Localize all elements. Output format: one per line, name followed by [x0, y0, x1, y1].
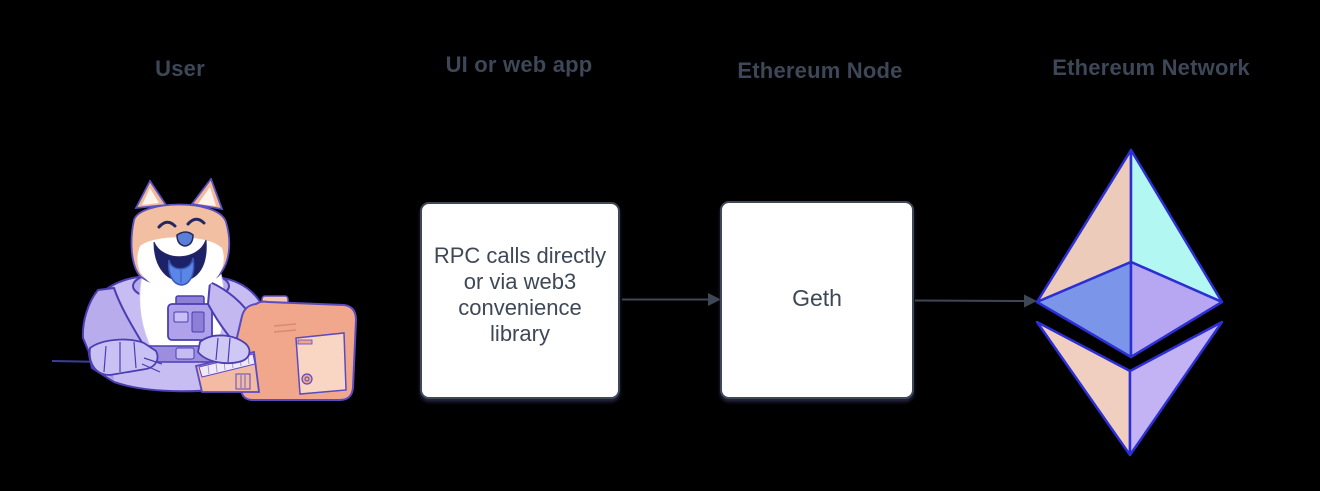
- chest-pack-detail2: [191, 311, 205, 333]
- paw-fingers: [215, 337, 231, 363]
- node-box-text: Geth: [792, 285, 842, 311]
- column-label-user: User: [155, 56, 205, 81]
- eth-face-lower-right: [1129, 260, 1224, 359]
- slat-lines: [240, 375, 246, 388]
- column-label-node: Ethereum Node: [737, 58, 903, 83]
- eth-base-right: [1128, 320, 1224, 457]
- glove-segments: [103, 341, 163, 373]
- panel-slot: [297, 339, 313, 345]
- belt-buckle: [175, 347, 195, 360]
- arrow-node-to-network: [914, 294, 1037, 308]
- node-box: Geth: [720, 201, 914, 399]
- doge-head: [130, 178, 231, 293]
- column-label-ui: UI or web app: [445, 52, 593, 77]
- right-paw: [197, 334, 251, 365]
- panel-sticker-inner: [304, 376, 310, 382]
- chest-pack-detail: [173, 311, 189, 323]
- right-ear-inner: [198, 187, 216, 206]
- keyboard-front-slats: [235, 373, 251, 390]
- happy-eyes: [157, 217, 206, 229]
- doge-astronaut-at-computer-illustration: [51, 178, 358, 401]
- retro-computer: [194, 295, 358, 401]
- panel-sticker: [301, 373, 313, 385]
- ethereum-logo: [1035, 148, 1224, 457]
- column-label-network: Ethereum Network: [1052, 55, 1250, 80]
- arrow-ui-to-node: [622, 293, 721, 306]
- left-ear-inner: [142, 188, 159, 205]
- monitor-vents: [273, 323, 297, 333]
- nose: [176, 231, 194, 247]
- ui-box-text: RPC calls directly or via web3 convenien…: [433, 242, 607, 346]
- ui-box: RPC calls directly or via web3 convenien…: [420, 202, 620, 399]
